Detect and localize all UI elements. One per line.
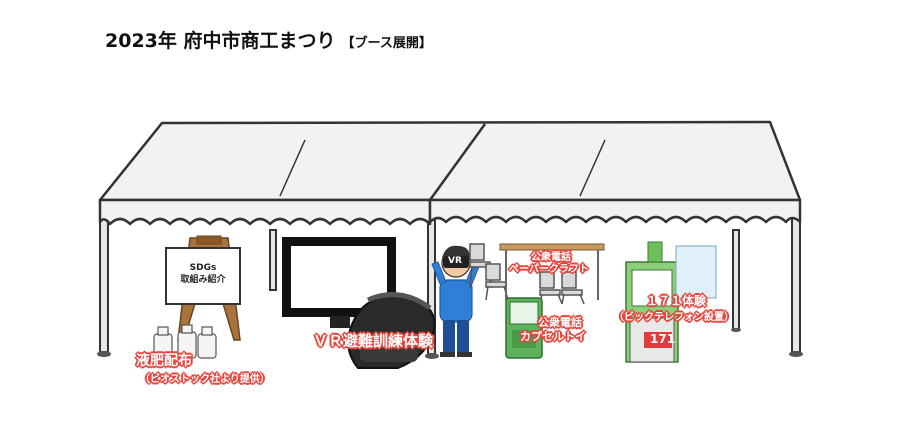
dial-171-device — [625, 241, 717, 363]
tent-feet — [97, 328, 803, 359]
page-title: 2023年 府中市商工まつり【ブース展開】 — [105, 26, 432, 53]
label-papercraft-2: ペーパークラフト — [509, 264, 589, 275]
vr-headset — [347, 292, 436, 369]
label-capsule-2: カプセルトイ — [520, 330, 586, 343]
sign-line-1: SDGs — [189, 263, 217, 273]
label-papercraft-1: 公衆電話 — [531, 252, 571, 263]
sdgs-easel — [165, 235, 241, 341]
title-main: 2023年 府中市商工まつり — [105, 30, 336, 52]
sdgs-sign: SDGs 取組み紹介 — [172, 262, 234, 286]
capsule-toy-machine — [505, 297, 543, 359]
label-171-name: １７１体験 — [646, 294, 707, 308]
label-vr: ＶＲ避難訓練体験 — [313, 332, 434, 350]
device-screen-text: 171 — [650, 332, 676, 346]
sign-line-2: 取組み紹介 — [180, 275, 226, 285]
title-sub: 【ブース展開】 — [341, 36, 432, 51]
craft-table — [499, 243, 605, 300]
vr-person — [431, 245, 481, 357]
label-171-note: （ビックテレフォン設置） — [614, 312, 734, 323]
label-liquid-note: （ビオストック社より提供） — [140, 374, 270, 385]
folding-chairs — [469, 243, 585, 305]
label-liquid-name: 液肥配布 — [136, 353, 192, 369]
visor-text: VR — [448, 256, 462, 266]
tent-canopy — [98, 120, 802, 226]
fertilizer-bottles — [153, 324, 217, 359]
label-capsule-1: 公衆電話 — [538, 316, 582, 329]
